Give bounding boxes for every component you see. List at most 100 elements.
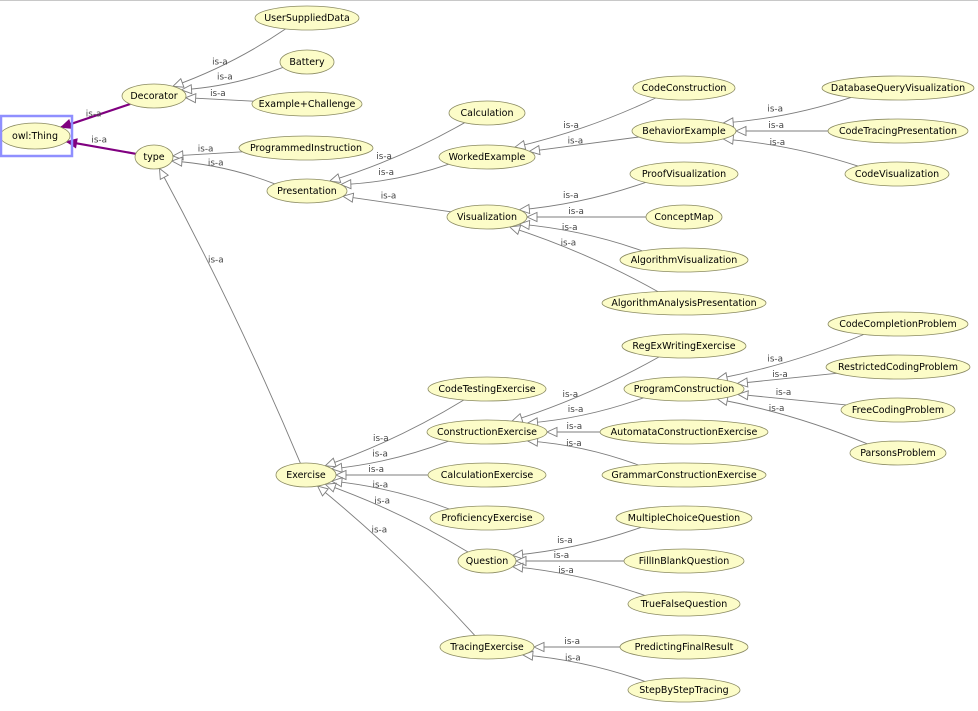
node-automataconstructionexercise[interactable]: AutomataConstructionExercise bbox=[599, 419, 769, 445]
node-algorithmanalysispresentation[interactable]: AlgorithmAnalysisPresentation bbox=[601, 290, 767, 316]
node-ellipse[interactable] bbox=[427, 376, 547, 402]
node-decorator[interactable]: Decorator bbox=[121, 83, 187, 109]
node-ellipse[interactable] bbox=[446, 204, 528, 230]
node-ellipse[interactable] bbox=[427, 462, 547, 488]
node-label: ParsonsProblem bbox=[860, 448, 936, 459]
node-ellipse[interactable] bbox=[827, 118, 969, 144]
node-ellipse[interactable] bbox=[627, 591, 741, 617]
node-ellipse[interactable] bbox=[615, 505, 753, 531]
node-ellipse[interactable] bbox=[448, 100, 526, 126]
node-regexwritingexercise[interactable]: RegExWritingExercise bbox=[621, 333, 747, 359]
node-presentation[interactable]: Presentation bbox=[266, 178, 348, 204]
node-ellipse[interactable] bbox=[821, 75, 975, 101]
edge-label: is-a bbox=[86, 110, 102, 120]
node-ellipse[interactable] bbox=[599, 419, 769, 445]
node-example_challenge[interactable]: Example+Challenge bbox=[251, 91, 363, 117]
node-ellipse[interactable] bbox=[426, 419, 548, 445]
node-question[interactable]: Question bbox=[457, 548, 517, 574]
node-ellipse[interactable] bbox=[266, 178, 348, 204]
node-calculation[interactable]: Calculation bbox=[448, 100, 526, 126]
node-exercise[interactable]: Exercise bbox=[275, 462, 337, 488]
node-ellipse[interactable] bbox=[623, 548, 745, 574]
node-ellipse[interactable] bbox=[825, 354, 971, 380]
node-ellipse[interactable] bbox=[251, 91, 363, 117]
node-ellipse[interactable] bbox=[457, 548, 517, 574]
edge-line bbox=[331, 480, 450, 510]
edge-label: is-a bbox=[212, 57, 228, 67]
node-visualization[interactable]: Visualization bbox=[446, 204, 528, 230]
node-restrictedcodingproblem[interactable]: RestrictedCodingProblem bbox=[825, 354, 971, 380]
node-ellipse[interactable] bbox=[275, 462, 337, 488]
edge-label: is-a bbox=[568, 137, 584, 147]
node-proofvisualization[interactable]: ProofVisualization bbox=[629, 161, 739, 187]
node-codeconstruction[interactable]: CodeConstruction bbox=[632, 75, 736, 101]
node-workedexample[interactable]: WorkedExample bbox=[438, 144, 536, 170]
node-multiplechoicequestion[interactable]: MultipleChoiceQuestion bbox=[615, 505, 753, 531]
node-codetracingpresentation[interactable]: CodeTracingPresentation bbox=[827, 118, 969, 144]
node-ellipse[interactable] bbox=[849, 440, 947, 466]
edge-restrictedcodingproblem-to-programconstruction: is-a bbox=[736, 370, 837, 388]
node-grammarconstructionexercise[interactable]: GrammarConstructionExercise bbox=[601, 462, 767, 488]
edge-label: is-a bbox=[372, 525, 388, 535]
node-ellipse[interactable] bbox=[623, 376, 745, 402]
node-ellipse[interactable] bbox=[840, 397, 956, 423]
node-ellipse[interactable] bbox=[621, 333, 747, 359]
node-conceptmap[interactable]: ConceptMap bbox=[645, 204, 723, 230]
node-algorithmvisualization[interactable]: AlgorithmVisualization bbox=[619, 247, 749, 273]
node-programconstruction[interactable]: ProgramConstruction bbox=[623, 376, 745, 402]
node-codevisualization[interactable]: CodeVisualization bbox=[844, 161, 950, 187]
node-label: UserSuppliedData bbox=[264, 13, 350, 24]
edge-label: is-a bbox=[567, 422, 583, 432]
node-tracingexercise[interactable]: TracingExercise bbox=[439, 634, 535, 660]
node-ellipse[interactable] bbox=[619, 247, 749, 273]
edge-line bbox=[529, 136, 639, 152]
node-ellipse[interactable] bbox=[254, 5, 360, 31]
node-fillinblankquestion[interactable]: FillInBlankQuestion bbox=[623, 548, 745, 574]
node-behaviorexample[interactable]: BehaviorExample bbox=[631, 118, 737, 144]
node-label: type bbox=[143, 152, 164, 163]
node-ellipse[interactable] bbox=[619, 634, 749, 660]
edge-line bbox=[527, 440, 639, 466]
node-ellipse[interactable] bbox=[121, 83, 187, 109]
edge-usersupplieddata-to-decorator: is-a bbox=[171, 28, 286, 88]
node-stepbysteptracing[interactable]: StepByStepTracing bbox=[627, 677, 741, 703]
node-calculationexercise[interactable]: CalculationExercise bbox=[427, 462, 547, 488]
node-ellipse[interactable] bbox=[601, 290, 767, 316]
node-ellipse[interactable] bbox=[429, 505, 545, 531]
node-ellipse[interactable] bbox=[601, 462, 767, 488]
edges-layer: is-ais-ais-ais-ais-ais-ais-ais-ais-ais-a… bbox=[59, 28, 868, 682]
node-predictingfinalresult[interactable]: PredictingFinalResult bbox=[619, 634, 749, 660]
node-codetestingexercise[interactable]: CodeTestingExercise bbox=[427, 376, 547, 402]
node-codecompletionproblem[interactable]: CodeCompletionProblem bbox=[827, 311, 969, 337]
node-ellipse[interactable] bbox=[827, 311, 969, 337]
node-label: Question bbox=[466, 556, 509, 567]
edge-line bbox=[159, 168, 301, 464]
node-type[interactable]: type bbox=[134, 144, 174, 170]
node-ellipse[interactable] bbox=[238, 135, 374, 161]
node-ellipse[interactable] bbox=[631, 118, 737, 144]
node-databasequeryvisualization[interactable]: DatabaseQueryVisualization bbox=[821, 75, 975, 101]
node-proficiencyexercise[interactable]: ProficiencyExercise bbox=[429, 505, 545, 531]
node-ellipse[interactable] bbox=[439, 634, 535, 660]
node-ellipse[interactable] bbox=[134, 144, 174, 170]
node-ellipse[interactable] bbox=[627, 677, 741, 703]
node-battery[interactable]: Battery bbox=[279, 49, 335, 75]
node-usersupplieddata[interactable]: UserSuppliedData bbox=[254, 5, 360, 31]
node-truefalsequestion[interactable]: TrueFalseQuestion bbox=[627, 591, 741, 617]
node-ellipse[interactable] bbox=[438, 144, 536, 170]
node-label: TracingExercise bbox=[449, 642, 524, 653]
node-freecodingproblem[interactable]: FreeCodingProblem bbox=[840, 397, 956, 423]
node-owl_thing[interactable]: owl:Thing bbox=[0, 122, 71, 150]
node-parsonsproblem[interactable]: ParsonsProblem bbox=[849, 440, 947, 466]
node-ellipse[interactable] bbox=[629, 161, 739, 187]
node-programmedinstruction[interactable]: ProgrammedInstruction bbox=[238, 135, 374, 161]
node-ellipse[interactable] bbox=[645, 204, 723, 230]
node-ellipse[interactable] bbox=[0, 122, 71, 150]
node-ellipse[interactable] bbox=[279, 49, 335, 75]
edge-line bbox=[172, 28, 286, 87]
edge-grammarconstructionexercise-to-constructionexercise: is-a bbox=[526, 436, 639, 466]
node-ellipse[interactable] bbox=[632, 75, 736, 101]
node-ellipse[interactable] bbox=[844, 161, 950, 187]
node-constructionexercise[interactable]: ConstructionExercise bbox=[426, 419, 548, 445]
